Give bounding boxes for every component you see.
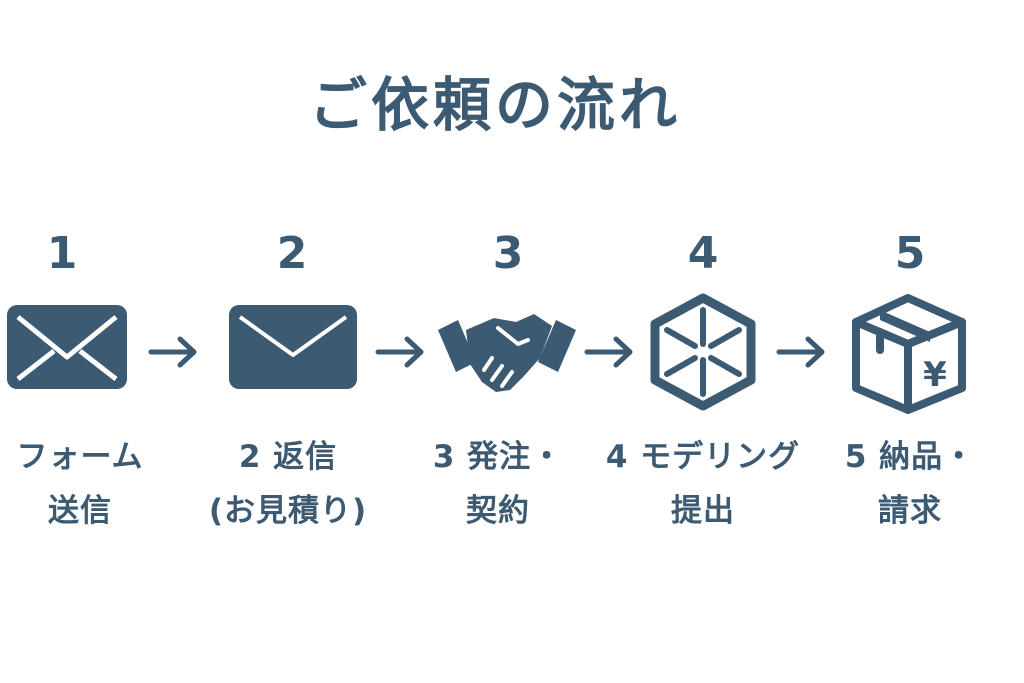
page-title: ご依頼の流れ xyxy=(308,71,681,139)
step-label-3-line1: 3 発注・ xyxy=(432,439,564,475)
envelope-icon xyxy=(4,295,130,395)
step-label-2-line2: (お見積り) xyxy=(208,493,368,529)
step-number-1: 1 xyxy=(46,228,78,279)
step-label-1: フォーム 送信 xyxy=(0,430,180,538)
envelope-open-flap-icon xyxy=(226,295,360,395)
step-label-2-line1: 2 返信 xyxy=(238,439,338,475)
yen-box-icon: ¥ xyxy=(846,292,972,416)
step-label-4-line2: 提出 xyxy=(671,493,735,529)
step-label-1-line2: 送信 xyxy=(48,493,112,529)
step-label-2: 2 返信 (お見積り) xyxy=(188,430,388,538)
yen-symbol: ¥ xyxy=(923,355,947,395)
step-number-5: 5 xyxy=(894,228,926,279)
arrow-right-icon xyxy=(776,334,828,370)
cube-icon xyxy=(647,292,759,412)
step-label-4: 4 モデリング 提出 xyxy=(603,430,803,538)
arrow-right-icon xyxy=(148,334,200,370)
step-number-3: 3 xyxy=(492,228,524,279)
step-label-3: 3 発注・ 契約 xyxy=(398,430,598,538)
step-label-5-line1: 5 納品・ xyxy=(844,439,976,475)
step-label-3-line2: 契約 xyxy=(466,493,530,529)
step-number-4: 4 xyxy=(687,228,719,279)
step-number-2: 2 xyxy=(276,228,308,279)
step-label-5: 5 納品・ 請求 xyxy=(810,430,1010,538)
step-label-4-line1: 4 モデリング xyxy=(605,439,801,475)
arrow-right-icon xyxy=(375,334,427,370)
step-label-1-line1: フォーム xyxy=(16,439,144,475)
step-label-5-line2: 請求 xyxy=(878,493,942,529)
handshake-icon xyxy=(436,300,578,400)
arrow-right-icon xyxy=(584,334,636,370)
